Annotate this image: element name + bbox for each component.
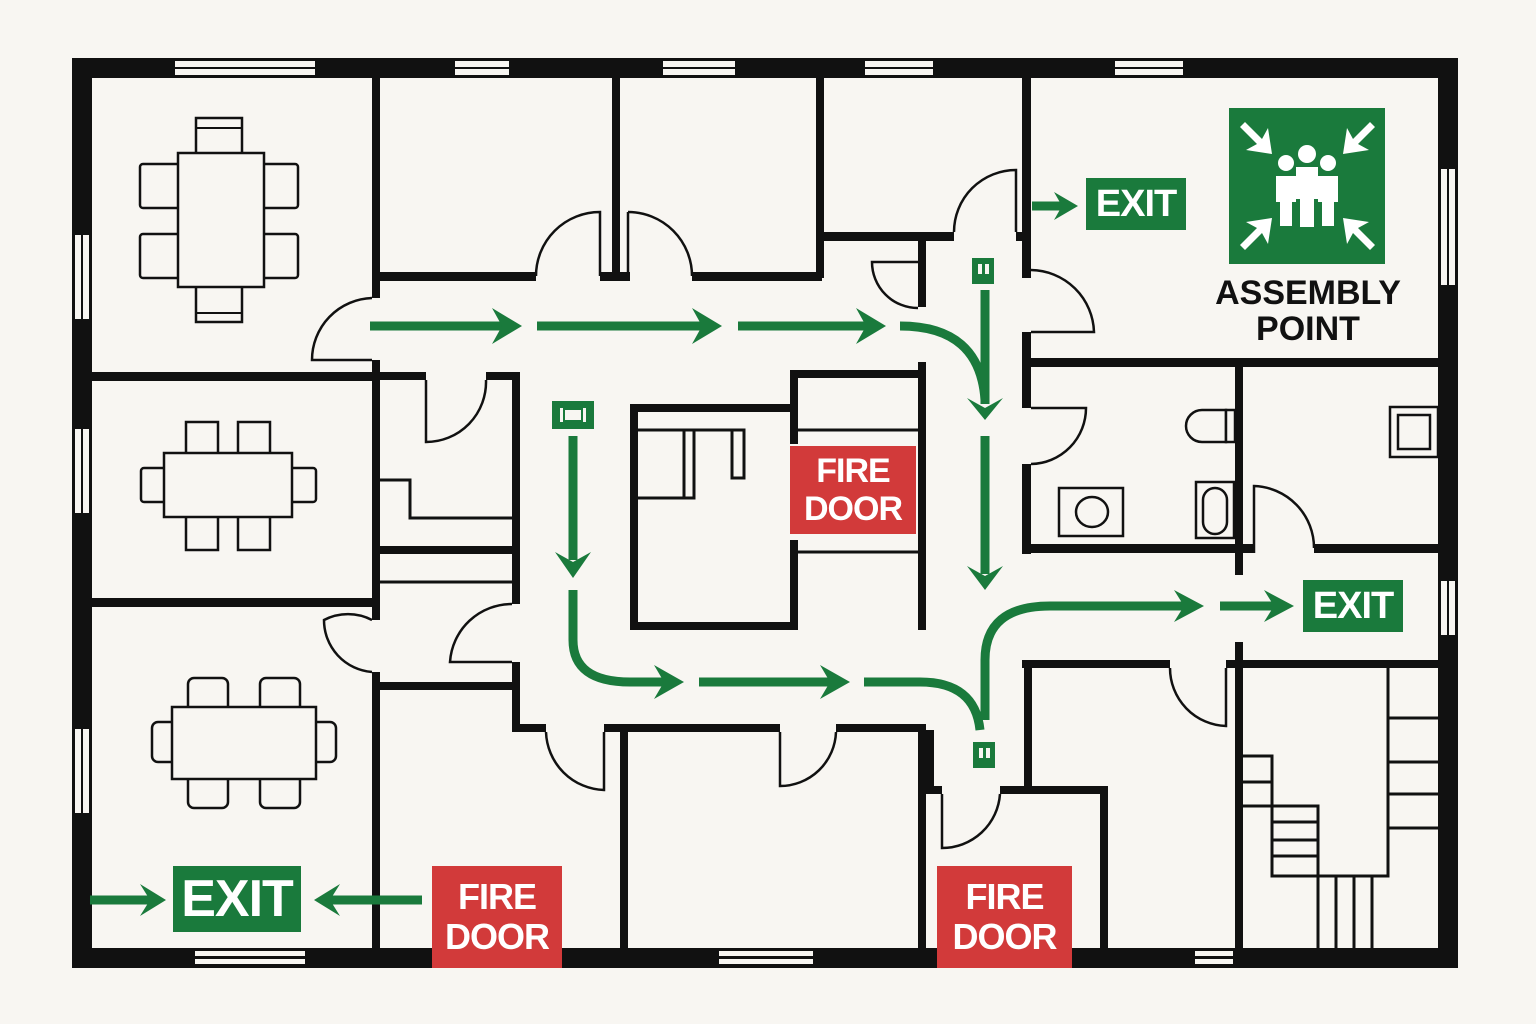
arrow-down-icon xyxy=(555,436,591,578)
exit-sign-label: EXIT xyxy=(1312,585,1394,627)
emergency-light-icon xyxy=(552,401,594,429)
fire-door-line1: FIRE xyxy=(816,452,890,490)
cabinet-icon xyxy=(1388,405,1440,459)
window xyxy=(863,59,935,77)
window xyxy=(453,59,511,77)
arrow-down-icon xyxy=(967,436,1003,590)
window xyxy=(1439,579,1457,637)
arrow-down-icon xyxy=(899,290,1003,420)
assembly-point-icon xyxy=(1229,108,1385,264)
emergency-light-icon xyxy=(973,742,995,768)
emergency-light-icon xyxy=(972,258,994,284)
arrow-right-icon xyxy=(370,308,522,344)
table-with-chairs-icon xyxy=(139,420,318,552)
table-with-chairs-icon xyxy=(138,116,300,324)
assembly-point-line1: ASSEMBLY xyxy=(1215,274,1401,312)
fire-door-line2: DOOR xyxy=(804,490,903,528)
fire-door-line2: DOOR xyxy=(952,916,1058,957)
window xyxy=(73,233,91,321)
arrow-right-icon xyxy=(568,590,684,699)
window xyxy=(661,59,737,77)
window xyxy=(173,59,317,77)
arrow-right-icon xyxy=(1032,192,1078,220)
exit-sign: EXIT xyxy=(1086,178,1186,230)
fire-door-line2: DOOR xyxy=(445,916,550,957)
cabinet-lines xyxy=(380,428,918,584)
window xyxy=(73,427,91,515)
arrow-right-icon xyxy=(1220,590,1294,622)
arrow-left-icon xyxy=(314,884,422,916)
exit-sign-label: EXIT xyxy=(181,870,294,928)
fire-door-line1: FIRE xyxy=(457,876,537,917)
arrow-right-icon xyxy=(980,590,1204,720)
fire-door-sign: FIRE DOOR xyxy=(432,866,562,968)
toilet-icon xyxy=(1184,408,1237,444)
arrow-right-icon xyxy=(699,665,850,699)
exit-sign: EXIT xyxy=(1303,580,1403,632)
evacuation-route xyxy=(90,192,1294,916)
window xyxy=(1193,949,1235,966)
arrow-right-icon xyxy=(90,884,166,916)
fire-door-sign: FIRE DOOR xyxy=(790,446,916,534)
assembly-point-label: ASSEMBLY POINT xyxy=(1200,274,1416,348)
window xyxy=(193,949,307,966)
assembly-point-line2: POINT xyxy=(1256,309,1360,348)
sink-icon xyxy=(1057,486,1125,538)
window xyxy=(717,949,815,966)
fire-door-line1: FIRE xyxy=(965,876,1044,917)
arrow-right-icon xyxy=(537,308,722,344)
bathtub-icon xyxy=(1194,480,1236,540)
arrow-curve xyxy=(864,677,985,731)
exit-sign: EXIT xyxy=(173,866,301,932)
fire-door-sign: FIRE DOOR xyxy=(937,866,1072,968)
exit-sign-label: EXIT xyxy=(1095,183,1177,225)
table-with-chairs-icon xyxy=(150,676,338,810)
interior-walls xyxy=(92,78,1438,948)
window xyxy=(73,727,91,815)
arrow-right-icon xyxy=(738,308,886,344)
window xyxy=(1439,167,1457,287)
staircase-icon xyxy=(1243,668,1438,948)
window xyxy=(1113,59,1185,77)
door-swings xyxy=(310,168,1316,850)
windows xyxy=(73,59,1457,966)
